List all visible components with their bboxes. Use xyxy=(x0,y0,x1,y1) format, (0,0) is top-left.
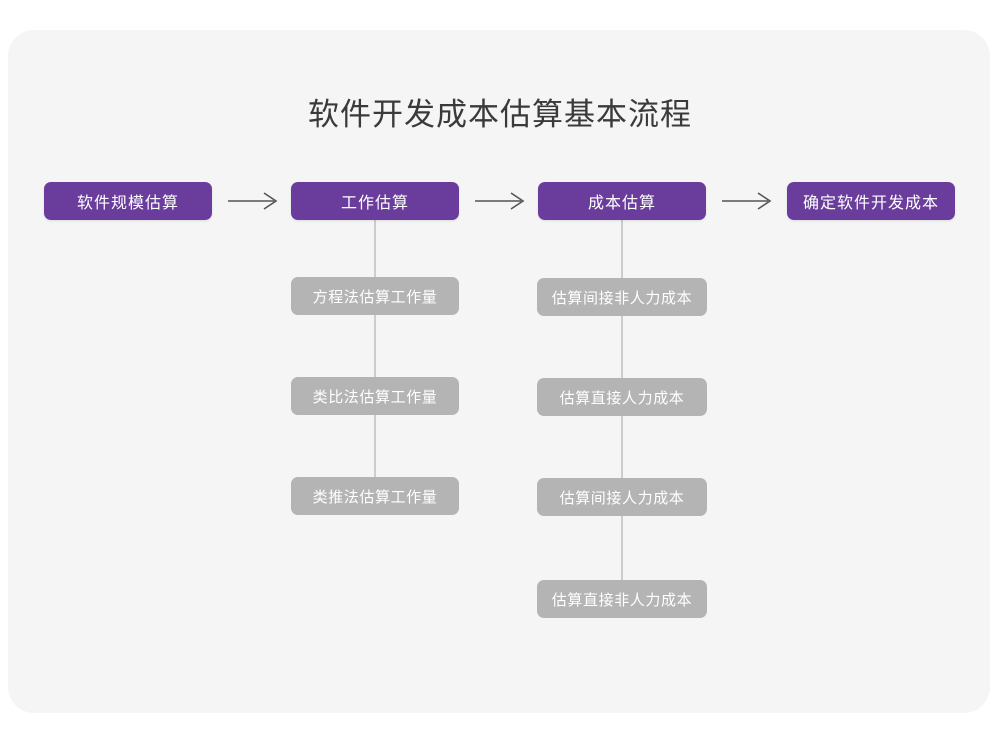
arrow-right-icon xyxy=(720,190,776,212)
stage-node-label: 工作估算 xyxy=(340,195,409,212)
branch-node-indirect-labor-cost[interactable]: 估算间接人力成本 xyxy=(537,478,707,516)
stage-node-label: 软件规模估算 xyxy=(76,195,179,212)
connector-line-work xyxy=(374,219,376,509)
stage-node-work-estimation[interactable]: 工作估算 xyxy=(291,182,459,220)
diagram-card xyxy=(8,30,990,713)
page-title: 软件开发成本估算基本流程 xyxy=(308,97,692,132)
branch-node-label: 方程法估算工作量 xyxy=(312,288,438,306)
branch-node-direct-nonlabor-cost[interactable]: 估算直接非人力成本 xyxy=(537,580,707,618)
branch-node-analogical-method-workload[interactable]: 类推法估算工作量 xyxy=(291,477,459,515)
branch-node-label: 估算直接人力成本 xyxy=(559,389,685,407)
stage-node-software-scale-estimation[interactable]: 软件规模估算 xyxy=(44,182,212,220)
stage-node-label: 确定软件开发成本 xyxy=(802,195,939,212)
branch-node-equation-method-workload[interactable]: 方程法估算工作量 xyxy=(291,277,459,315)
branch-node-indirect-nonlabor-cost[interactable]: 估算间接非人力成本 xyxy=(537,278,707,316)
stage-node-determine-development-cost[interactable]: 确定软件开发成本 xyxy=(787,182,955,220)
branch-node-label: 估算直接非人力成本 xyxy=(551,591,693,609)
stage-node-cost-estimation[interactable]: 成本估算 xyxy=(538,182,706,220)
branch-node-label: 估算间接人力成本 xyxy=(559,489,685,507)
stage-node-label: 成本估算 xyxy=(587,195,656,212)
arrow-right-icon xyxy=(473,190,529,212)
arrow-right-icon xyxy=(226,190,282,212)
branch-node-label: 类比法估算工作量 xyxy=(312,388,438,406)
branch-node-direct-labor-cost[interactable]: 估算直接人力成本 xyxy=(537,378,707,416)
branch-node-label: 估算间接非人力成本 xyxy=(551,289,693,307)
branch-node-analogy-method-workload[interactable]: 类比法估算工作量 xyxy=(291,377,459,415)
branch-node-label: 类推法估算工作量 xyxy=(312,488,438,506)
